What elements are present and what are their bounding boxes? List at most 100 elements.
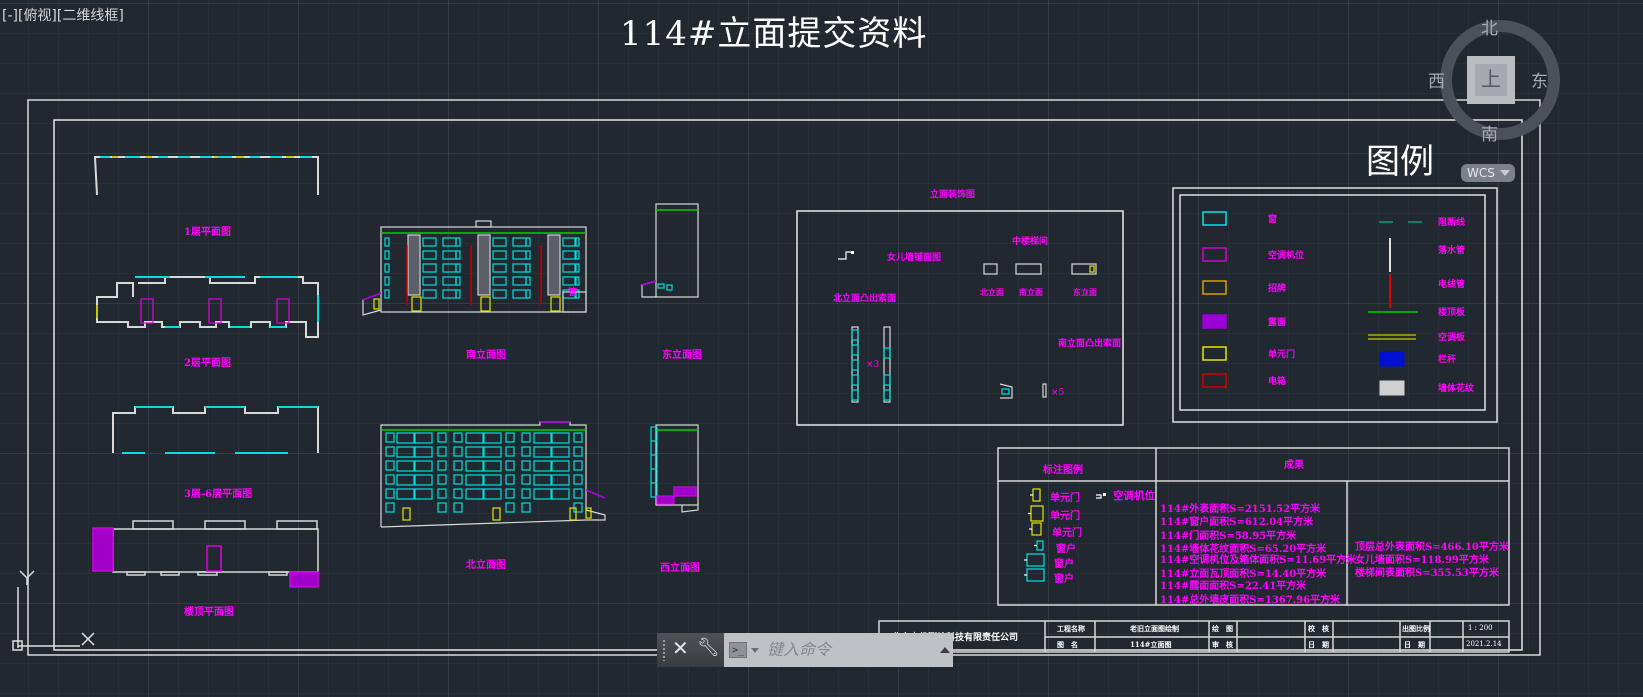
result-line-right: 女儿墙面积S=118.99平方米 [1355, 555, 1489, 566]
north-elevation [380, 421, 606, 528]
drawing-name-label: 图 名 [1057, 640, 1078, 649]
plan-3-6f-label: 3层-6层平面图 [184, 489, 253, 500]
window [551, 488, 570, 500]
compass-south[interactable]: 南 [1481, 125, 1498, 145]
north-elevation-label: 北立面图 [466, 560, 506, 571]
checker-label: 校 核 [1308, 624, 1329, 633]
window [483, 432, 502, 444]
window [505, 432, 515, 443]
result-line: 114#空调机位及箱体面积S=11.69平方米 [1160, 555, 1357, 566]
legend-right-label: 落水管 [1438, 246, 1466, 256]
window [453, 446, 463, 457]
legend-right-label: 栏杆 [1438, 355, 1457, 365]
result-line: 114#总外墙皮面积S=1367.96平方米 [1160, 595, 1341, 606]
expand-history-icon[interactable] [940, 647, 950, 653]
window [521, 432, 531, 443]
window [483, 446, 502, 458]
wcs-dropdown[interactable]: WCS [1461, 164, 1515, 182]
window [455, 263, 461, 273]
command-input[interactable] [765, 638, 949, 664]
window [512, 250, 527, 260]
company-name: 北京吉优测绘科技有限责任公司 [892, 633, 1019, 643]
window [551, 460, 570, 472]
window [422, 237, 437, 247]
annotation-icon [1031, 522, 1042, 536]
north-bay-multiplier: ×3 [866, 360, 880, 370]
legend-right-label: 墙体花纹 [1438, 384, 1475, 394]
window [483, 474, 502, 486]
window [385, 432, 395, 443]
command-prompt-icon[interactable]: >_ [729, 642, 747, 658]
legend-right-label: 阻断线 [1438, 218, 1466, 228]
ucs-icon [12, 570, 95, 651]
plan-2f [96, 276, 319, 338]
window [533, 460, 552, 472]
command-line-bar[interactable]: ✕ 🔧︎ >_ [657, 633, 953, 667]
reviewer-label: 审 核 [1212, 640, 1233, 649]
window [562, 250, 577, 260]
window [512, 276, 527, 286]
annotation-label: 窗户 [1054, 559, 1074, 570]
annotation-icon [1026, 568, 1045, 582]
result-line: 114#露面面积S=22.41平方米 [1160, 581, 1307, 592]
annotation-label: 单元门 [1052, 528, 1082, 539]
drag-handle-icon[interactable] [662, 639, 666, 661]
recent-commands-dropdown-icon[interactable] [751, 648, 759, 653]
window [414, 446, 433, 458]
window [455, 276, 461, 286]
scale-label: 出图比例 [1402, 624, 1430, 633]
window [573, 474, 583, 485]
window [525, 237, 531, 247]
window [573, 446, 583, 457]
window [562, 263, 577, 273]
legend-right-label: 电线管 [1438, 280, 1466, 290]
window [422, 276, 437, 286]
window [385, 460, 395, 471]
window [385, 488, 395, 499]
project-name-label: 工程名称 [1057, 624, 1085, 633]
window [414, 474, 433, 486]
window [453, 502, 463, 513]
window [562, 237, 577, 247]
window [521, 460, 531, 471]
window [385, 474, 395, 485]
close-icon[interactable]: ✕ [672, 636, 689, 660]
viewport-controls-label[interactable]: [-][俯视][二维线框] [2, 8, 124, 24]
legend-left-label: 电箱 [1268, 377, 1287, 387]
window [384, 263, 390, 273]
window [525, 263, 531, 273]
result-line: 114#门面积S=58.95平方米 [1160, 531, 1297, 542]
legend-line-5 [1379, 351, 1405, 367]
window [521, 474, 531, 485]
annotation-legend-header: 标注图例 [1043, 465, 1083, 476]
window [512, 263, 527, 273]
south-elevation-note: 管 [568, 286, 577, 298]
window [551, 432, 570, 444]
compass-east[interactable]: 东 [1531, 72, 1548, 92]
window [465, 488, 484, 500]
window [512, 237, 527, 247]
window [442, 289, 457, 299]
window [414, 460, 433, 472]
window [385, 446, 395, 457]
window [442, 237, 457, 247]
viewcube-top-face-label[interactable]: 上 [1475, 64, 1507, 96]
drawing-name-value: 114#立面图 [1130, 640, 1172, 649]
window [574, 250, 580, 260]
window [414, 432, 433, 444]
annotation-label: 单元门 [1050, 493, 1080, 504]
wrench-icon[interactable]: 🔧︎ [697, 637, 720, 658]
result-line: 114#立面瓦顶面积S=14.40平方米 [1160, 569, 1327, 580]
compass-north[interactable]: 北 [1481, 19, 1498, 39]
legend-right-label: 楼顶板 [1438, 308, 1466, 318]
annotation-label: 窗户 [1054, 574, 1074, 585]
legend-swatch-1 [1202, 247, 1227, 262]
north-bay-label: 北立面凸出索面 [833, 294, 897, 304]
legend-left-label: 招牌 [1268, 284, 1287, 294]
window [533, 488, 552, 500]
window [437, 488, 447, 499]
plan-2f-label: 2层平面图 [184, 358, 231, 369]
compass-west[interactable]: 西 [1428, 72, 1445, 92]
